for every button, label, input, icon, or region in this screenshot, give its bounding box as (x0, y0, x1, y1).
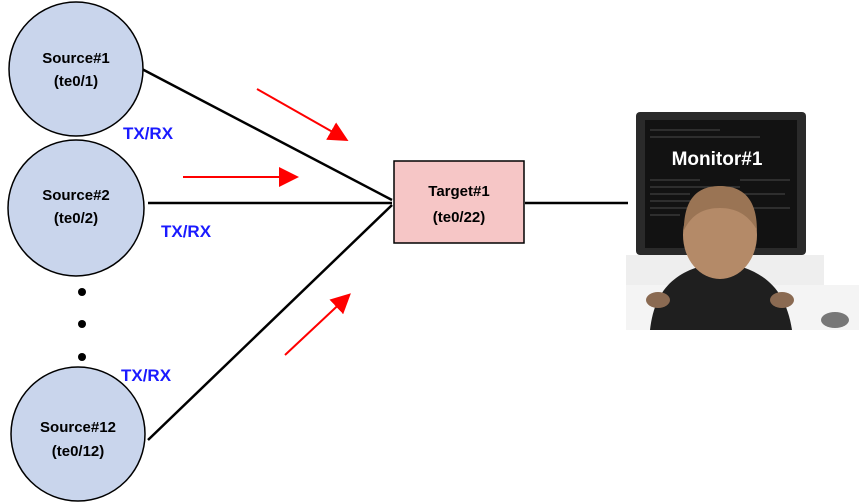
target-node: Target#1 (te0/22) (393, 160, 525, 244)
traffic-arrow-12 (284, 293, 351, 356)
target-name: Target#1 (428, 183, 489, 200)
source-node-12: Source#12 (te0/12) (10, 366, 146, 502)
source-port: (te0/1) (54, 73, 98, 90)
source-node-2: Source#2 (te0/2) (7, 139, 145, 277)
txrx-label: TX/RX (121, 366, 172, 385)
txrx-label: TX/RX (123, 124, 174, 143)
source-name: Source#1 (42, 50, 110, 67)
link-source-12 (147, 204, 393, 441)
target-port: (te0/22) (433, 209, 486, 226)
source-port: (te0/2) (54, 210, 98, 227)
person-at-computer-icon: Monitor#1 (626, 112, 859, 330)
txrx-label: TX/RX (161, 222, 212, 241)
source-name: Source#2 (42, 187, 110, 204)
source-port: (te0/12) (52, 443, 105, 460)
monitor-name: Monitor#1 (672, 149, 763, 170)
source-node-1: Source#1 (te0/1) (8, 1, 144, 137)
link-source-1 (139, 66, 393, 202)
vertical-dots-icon (78, 288, 86, 361)
traffic-arrow-1 (256, 88, 349, 141)
source-name: Source#12 (40, 419, 116, 436)
